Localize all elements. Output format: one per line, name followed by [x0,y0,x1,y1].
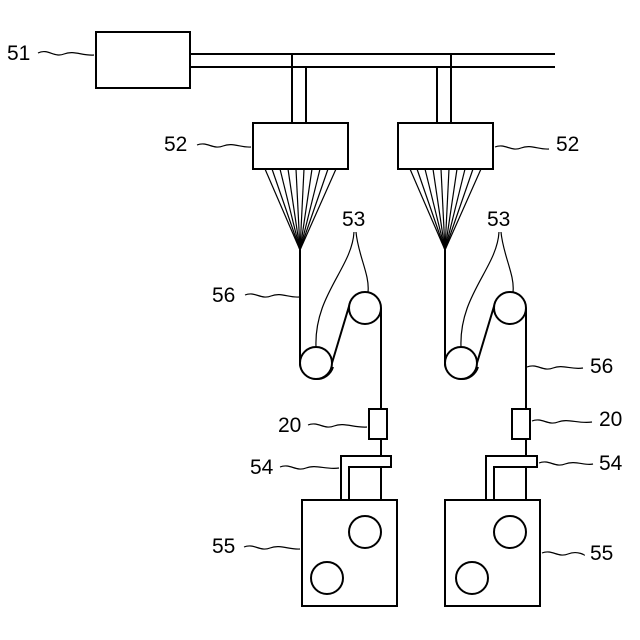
guide-right-leader [539,462,593,465]
spinneret-right-leader [495,146,549,149]
spinneret-left-feed [292,54,306,123]
rollers-right-label: 53 [487,208,510,231]
fiber-right-leader [527,366,583,369]
winder-left-lower-bobbin [311,562,343,594]
sensor-left [369,409,387,439]
sensor-right-leader [532,420,592,423]
rollers-right-leader-b [501,232,513,292]
sensor-right-label: 20 [599,408,622,431]
filaments-left [265,169,336,250]
guide-right-label: 54 [599,452,623,475]
roller-right-upper [494,292,526,324]
rollers-right-leader-a [461,232,499,347]
fiber-right-label: 56 [590,355,613,378]
winder-left-upper-bobbin [349,516,381,548]
roller-right-lower [445,347,477,379]
controller-leader [38,52,94,56]
controller-box [96,32,190,88]
winder-right-lower-bobbin [456,562,488,594]
spinneret-left-leader [197,144,251,147]
spinneret-right-feed [437,54,451,123]
winder-left-label: 55 [212,535,235,558]
sensor-left-leader [308,424,367,427]
rollers-left-leader-b [356,232,368,292]
spinneret-right-label: 52 [556,133,579,156]
sensor-left-label: 20 [278,414,301,437]
guide-right [486,456,537,500]
sensor-right [512,409,530,439]
winder-right-box [445,500,540,606]
spinneret-left-label: 52 [164,133,187,156]
winder-right-label: 55 [590,542,613,565]
guide-left-label: 54 [250,456,274,479]
winder-left-leader [244,546,300,549]
controller-label: 51 [7,42,30,65]
filaments-right [410,169,481,250]
roller-left-lower [300,347,332,379]
fiber-left-label: 56 [212,284,235,307]
roller-left-upper [349,292,381,324]
winder-right-leader [542,552,584,555]
fiber-left-leader [245,294,299,297]
guide-left-leader [280,466,339,469]
rollers-left-label: 53 [342,208,365,231]
winder-right-upper-bobbin [494,516,526,548]
guide-left [341,456,391,500]
spinneret-right-box [398,123,493,169]
spinneret-left-box [253,123,348,169]
rollers-left-leader-a [316,232,354,347]
